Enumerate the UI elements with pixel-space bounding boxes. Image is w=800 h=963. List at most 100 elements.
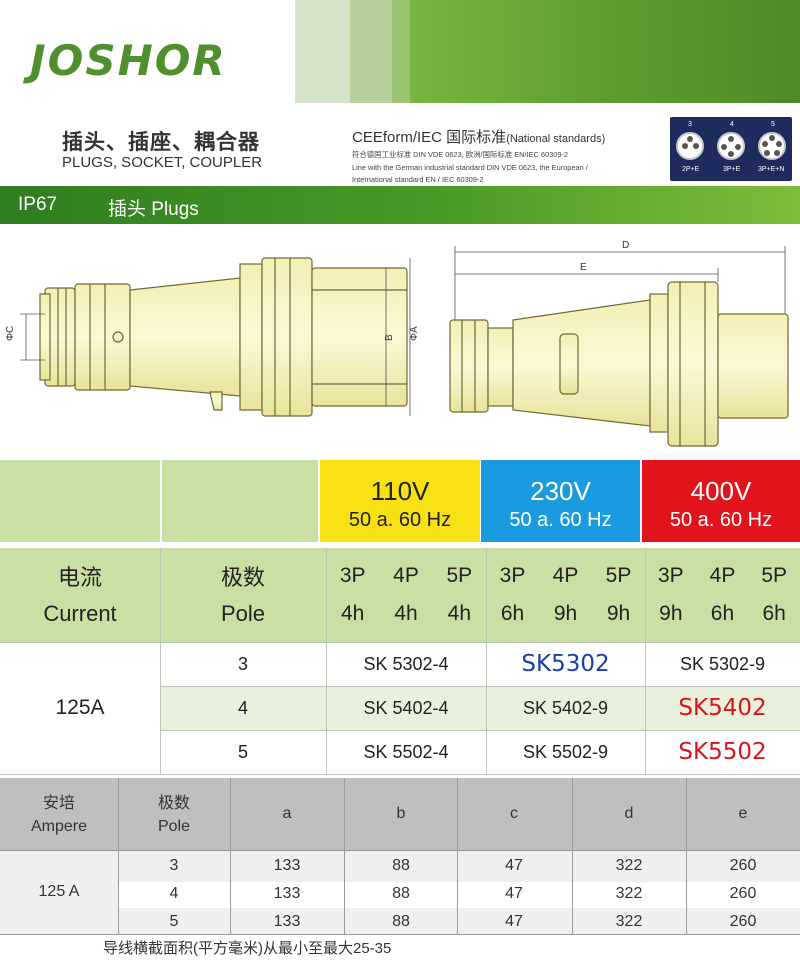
header-band [410,0,800,103]
header-band [392,0,410,103]
model-number: SK 5502-9 [522,741,609,762]
plug-side-view-right [449,281,789,447]
dimension-column-header: e [738,805,748,822]
duration-label: 4h [394,602,418,625]
model-number: SK5402 [678,695,767,721]
pole-value: 3 [237,653,248,674]
section-title: 插头 Plugs [108,199,199,220]
duration-label: 9h [553,602,578,625]
duration-label: 4h [447,602,471,625]
pole-count-label: 5P [761,564,787,587]
section-bar: IP67 插头 Plugs [0,186,800,224]
current-header-cn: 电流 [57,565,102,590]
grid-line [160,730,800,731]
pole-header-en: Pole [220,601,266,626]
model-number: SK 5302-9 [679,653,766,674]
voltage-header-blank [0,460,160,542]
dimension-value: 133 [273,913,301,930]
row-band [160,730,800,774]
duration-label: 4h [340,602,365,625]
model-number: SK 5402-9 [522,697,609,718]
pole-count-label: 3P [339,564,366,587]
pole-count-label: 4P [393,564,419,587]
grid-line [0,934,800,935]
row-band [0,642,800,686]
model-table-header [0,548,800,642]
pin-label: 3P+E [723,166,741,173]
voltage-400v-header: 400V 50 a. 60 Hz [642,460,800,542]
dimension-value: 88 [392,857,410,874]
row-band [0,686,160,774]
title-cn: 插头、插座、耦合器 [62,131,260,154]
pin-label: 2P+E [682,166,700,173]
pole-value: 4 [169,885,179,902]
header: JOSHOR [0,0,800,103]
dimension-lines-right [454,246,786,320]
pin-count: 5 [771,121,775,128]
grid-line [160,548,161,774]
standards-title-note: (National standards) [506,133,606,145]
socket-4pin-icon [717,132,745,160]
ampere-value: 125 A [38,883,80,900]
voltage-value: 230V [530,476,591,506]
dimension-value: 260 [729,913,757,930]
dimension-value: 47 [505,913,523,930]
grid-line [686,778,687,934]
pin-count: 4 [730,121,734,128]
dimension-table-header [0,778,800,850]
duration-label: 6h [500,602,525,625]
model-number: SK5302 [521,651,610,677]
pin-count: 3 [688,121,692,128]
ampere-header-en: Ampere [30,818,88,835]
pole-count-label: 5P [446,564,473,587]
dimension-value: 322 [615,885,643,902]
title-en: PLUGS, SOCKET, COUPLER [62,154,263,171]
header-band [295,0,350,103]
grid-line [160,686,800,687]
dimension-lines-left [20,258,411,416]
dimension-column-header: b [396,805,406,822]
grid-line [0,642,800,643]
socket-3pin-icon [676,132,704,160]
dimension-value: 260 [729,885,757,902]
ampere-header-cn: 安培 [42,795,75,812]
grid-line [0,850,800,851]
grid-line [118,778,119,934]
grid-line [0,774,800,775]
ip-rating: IP67 [18,194,58,215]
dimension-column-header: a [282,805,292,822]
current-header-en: Current [43,601,117,626]
dim-d-label: D [622,240,629,251]
plug-technical-drawing: ΦC B ΦA D E [5,240,789,447]
voltage-230v-header: 230V 50 a. 60 Hz [481,460,640,542]
duration-label: 9h [659,602,683,625]
socket-5pin-icon [758,132,786,160]
dimension-value: 133 [273,857,301,874]
plug-side-view-left [39,257,408,417]
standards-title-text: CEEform/IEC 国际标准 [352,129,507,146]
dimension-column-header: d [624,805,634,822]
pin-label: 3P+E+N [758,166,785,173]
dimension-column-header: c [510,805,518,822]
standards-line: Line with the German industrial standard… [352,163,588,172]
pole-count-label: 3P [499,564,526,587]
brand-logo: JOSHOR [30,36,227,85]
pole-count-label: 4P [709,564,736,587]
dimension-value: 260 [729,857,757,874]
standards-line: International standard EN / IEC 60309-2 [352,175,484,184]
grid-line [326,548,327,774]
dimension-value: 322 [615,857,643,874]
grid-line [230,778,231,934]
dimension-value: 88 [392,885,410,902]
duration-label: 9h [606,602,631,625]
dim-a-label: ΦA [409,326,420,341]
duration-label: 6h [710,602,735,625]
pole-count-label: 5P [605,564,632,587]
dim-e-label: E [580,262,587,273]
model-number: SK 5502-4 [363,741,449,762]
dimension-value: 133 [273,885,301,902]
voltage-value: 400V [690,476,752,506]
duration-label: 6h [762,602,786,625]
model-number: SK5502 [678,739,767,765]
current-value: 125A [55,696,105,719]
